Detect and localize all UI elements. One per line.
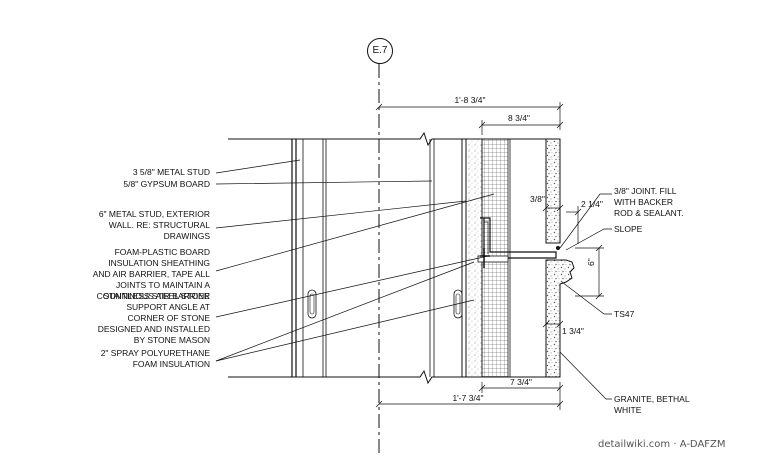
- note-gypsum: 5/8" GYPSUM BOARD: [123, 179, 210, 189]
- dim-bottom-inner: 7 3/4": [510, 377, 532, 387]
- note-slope: SLOPE: [614, 224, 643, 234]
- dim-stone-offset: 2 1/4": [581, 199, 603, 209]
- note-metal-stud: 3 5/8" METAL STUD: [132, 167, 210, 177]
- exterior-stud: [429, 139, 467, 377]
- dimension-lines-bottom: [375, 382, 564, 410]
- dim-overall-top: 1'-8 3/4": [454, 95, 486, 105]
- dim-ledge: 1 3/4": [562, 326, 584, 336]
- top-break-line: [228, 131, 560, 147]
- granite-lower: [545, 259, 575, 378]
- note-exterior-wall: 6" METAL STUD, EXTERIOR WALL. RE: STRUCT…: [98, 209, 210, 241]
- watermark: detailwiki.com · A-DAFZM: [598, 439, 726, 450]
- leader-lines-left: [215, 159, 495, 362]
- dim-top-inner: 8 3/4": [508, 113, 530, 123]
- dimension-lines-top: [375, 102, 564, 135]
- note-spray-foam: 2" SPRAY POLYURETHANE FOAM INSULATION: [100, 348, 210, 369]
- granite-veneer: [545, 138, 561, 244]
- grid-bubble: E.7: [367, 38, 393, 64]
- dim-joint: 3/8": [530, 194, 545, 204]
- bottom-break-line: [228, 369, 560, 385]
- dim-stone-height: 6": [586, 258, 596, 266]
- backer-rod: [556, 246, 560, 250]
- note-foam-board: FOAM-PLASTIC BOARD INSULATION SHEATHING …: [92, 247, 210, 301]
- dim-overall-bottom: 1'-7 3/4": [452, 393, 484, 403]
- support-angle: [477, 217, 557, 268]
- interior-wall: [291, 139, 327, 377]
- note-support-angle: STAINLESS STEEL STONE SUPPORT ANGLE AT C…: [97, 291, 210, 345]
- note-ts47: TS47: [614, 309, 635, 319]
- leader-lines-right: [559, 193, 612, 400]
- note-granite: GRANITE, BETHAL WHITE: [614, 394, 690, 415]
- dimension-lines-right: [542, 204, 604, 328]
- note-joint-fill: 3/8" JOINT. FILL WITH BACKER ROD & SEALA…: [614, 186, 684, 218]
